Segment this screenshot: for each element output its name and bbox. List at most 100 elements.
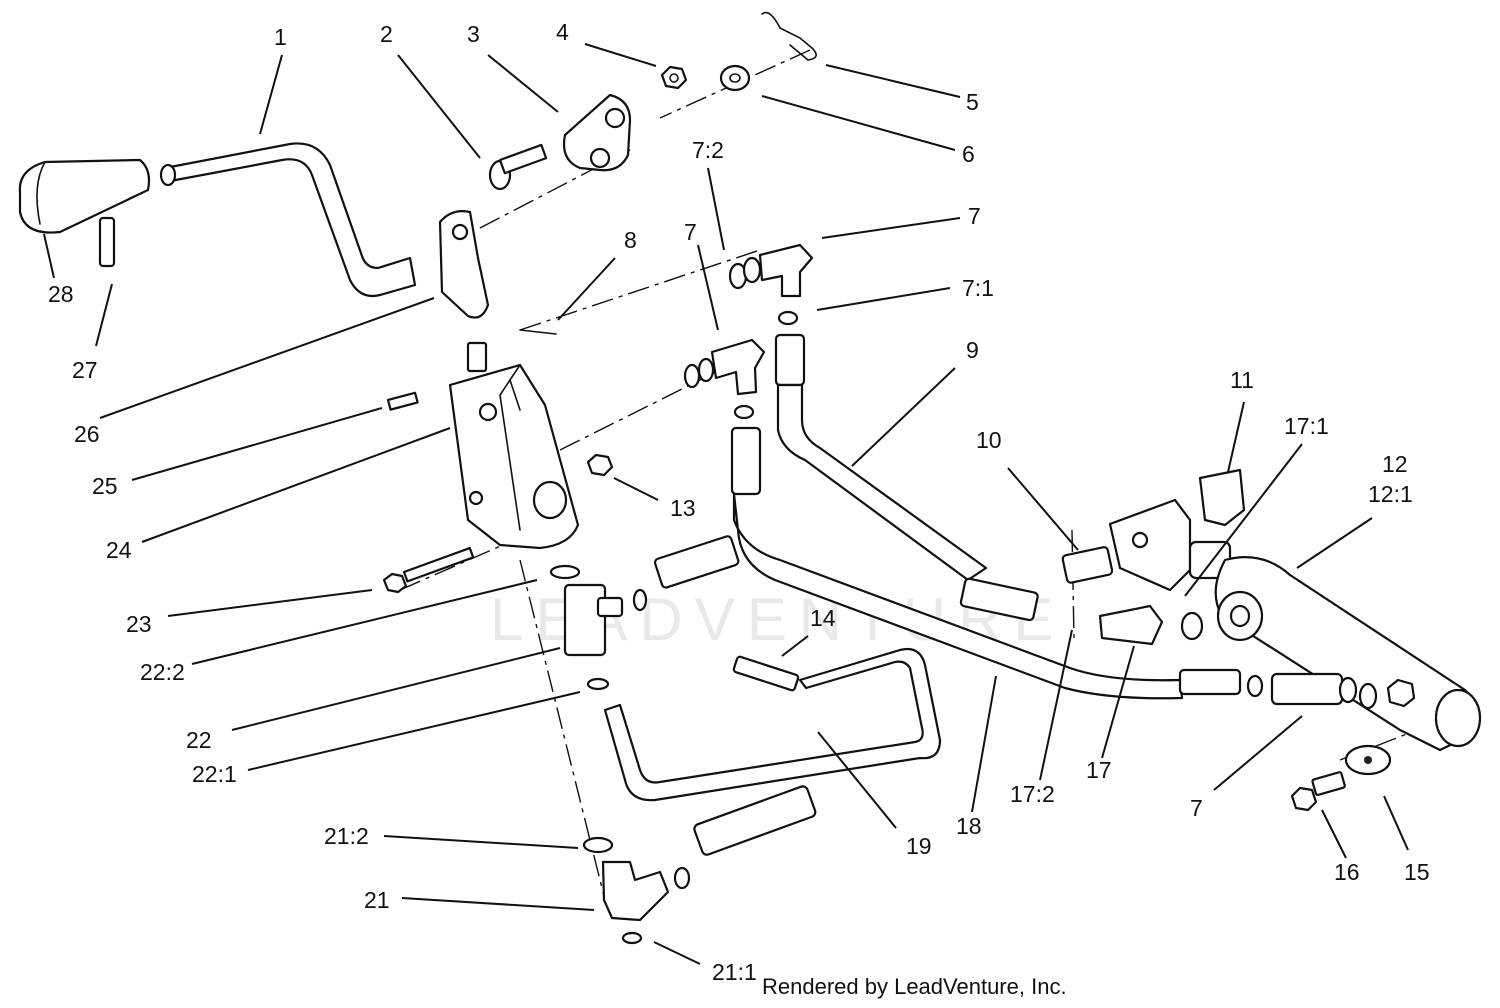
callout-10: 10 — [976, 427, 1002, 453]
callout-15: 15 — [1404, 859, 1430, 885]
callout-12-1: 12:1 — [1368, 481, 1413, 507]
assembly-line-bracket — [479, 149, 631, 229]
assembly-line-valve-upper — [519, 249, 761, 331]
callout-6: 6 — [962, 141, 975, 167]
valve-body-part — [448, 341, 580, 550]
leader-28 — [43, 233, 55, 279]
hose-part-18 — [730, 404, 1242, 700]
spring-pin-part — [519, 329, 557, 335]
fitting-part-17 — [1098, 604, 1204, 646]
callout-7b: 7 — [684, 219, 697, 245]
leader-21-2 — [383, 835, 579, 849]
callout-27: 27 — [72, 357, 98, 383]
leader-17-2 — [1039, 629, 1073, 781]
leader-11 — [1227, 401, 1245, 473]
callout-7c: 7 — [1190, 795, 1203, 821]
tube-part-19 — [603, 647, 942, 802]
washer-part-6 — [719, 64, 751, 92]
leader-2 — [397, 54, 481, 159]
callout-22: 22 — [186, 727, 212, 753]
callout-7-1: 7:1 — [962, 275, 994, 301]
screw-part-25 — [386, 391, 419, 411]
leader-7a — [821, 217, 961, 239]
bolt-part-2 — [488, 143, 548, 191]
leader-16 — [1321, 809, 1347, 859]
callout-12: 12 — [1382, 451, 1408, 477]
callout-21: 21 — [364, 887, 390, 913]
hose-part-9 — [774, 333, 1039, 622]
callout-25: 25 — [92, 473, 118, 499]
pin-part-10 — [1061, 546, 1114, 584]
leader-1 — [259, 54, 283, 135]
leader-7b — [697, 244, 719, 331]
callout-28: 28 — [48, 281, 74, 307]
leader-3 — [487, 54, 559, 113]
leader-lines — [43, 43, 1409, 965]
leader-12 — [1296, 517, 1373, 569]
pin-part — [98, 216, 116, 268]
tee-part-22 — [549, 535, 740, 691]
callout-8: 8 — [624, 227, 637, 253]
nut-part-13 — [586, 453, 614, 477]
clip-part — [761, 11, 817, 61]
callout-5: 5 — [966, 89, 979, 115]
leader-13 — [613, 477, 659, 501]
leader-25 — [131, 407, 383, 481]
callout-21-2: 21:2 — [324, 823, 369, 849]
leader-21-1 — [653, 941, 701, 965]
leader-14 — [781, 635, 809, 657]
callout-24: 24 — [106, 537, 132, 563]
callout-17-2: 17:2 — [1010, 781, 1055, 807]
callout-2: 2 — [380, 21, 393, 47]
callout-4: 4 — [556, 19, 569, 45]
leader-17 — [1101, 645, 1135, 759]
leader-5 — [825, 64, 961, 98]
callout-22-2: 22:2 — [140, 659, 185, 685]
bolt-part-23 — [382, 546, 475, 594]
clevis-part — [562, 93, 632, 172]
assembly-line-cylinder — [1071, 529, 1075, 641]
leader-6 — [761, 95, 956, 151]
parts — [18, 11, 1482, 945]
cylinder-part-12 — [1214, 556, 1482, 752]
leader-4 — [584, 43, 657, 67]
leader-7-1 — [816, 287, 951, 311]
leader-9 — [851, 367, 956, 467]
washer-part-15 — [1344, 744, 1392, 776]
callout-labels: 1 2 3 4 5 6 7:2 7 7 7:1 8 9 10 11 17:1 1… — [48, 19, 1430, 985]
callout-21-1: 21:1 — [712, 959, 757, 985]
leader-26 — [99, 297, 435, 419]
bracket-part — [438, 210, 490, 319]
bolt-part-16 — [1290, 771, 1346, 812]
fitting-part-7-lower — [1246, 672, 1378, 710]
callout-1: 1 — [274, 24, 287, 50]
callout-19: 19 — [906, 833, 932, 859]
leader-10 — [1007, 467, 1079, 551]
callout-7-2: 7:2 — [692, 137, 724, 163]
callout-13: 13 — [670, 495, 696, 521]
leader-22-1 — [247, 691, 581, 771]
assembly-line-vertical — [519, 559, 606, 901]
leader-22-2 — [191, 579, 538, 665]
callout-14: 14 — [810, 605, 836, 631]
leader-7-2 — [707, 167, 725, 251]
o-ring-part-7-1 — [777, 310, 799, 326]
leader-24 — [141, 427, 451, 543]
leader-15 — [1383, 795, 1409, 851]
callout-23: 23 — [126, 611, 152, 637]
elbow-part-21 — [582, 785, 817, 945]
callout-26: 26 — [74, 421, 100, 447]
callout-9: 9 — [966, 337, 979, 363]
leader-17-1 — [1184, 443, 1303, 597]
callout-17-1: 17:1 — [1284, 413, 1329, 439]
leader-18 — [971, 675, 997, 813]
clevis-part-11 — [1108, 468, 1246, 592]
callout-18: 18 — [956, 813, 982, 839]
leader-23 — [167, 589, 373, 617]
leader-22 — [231, 647, 561, 731]
lever-part — [159, 142, 417, 298]
knob-part — [18, 158, 151, 234]
fitting-part-7-middle — [683, 338, 766, 396]
leader-21 — [401, 897, 595, 911]
